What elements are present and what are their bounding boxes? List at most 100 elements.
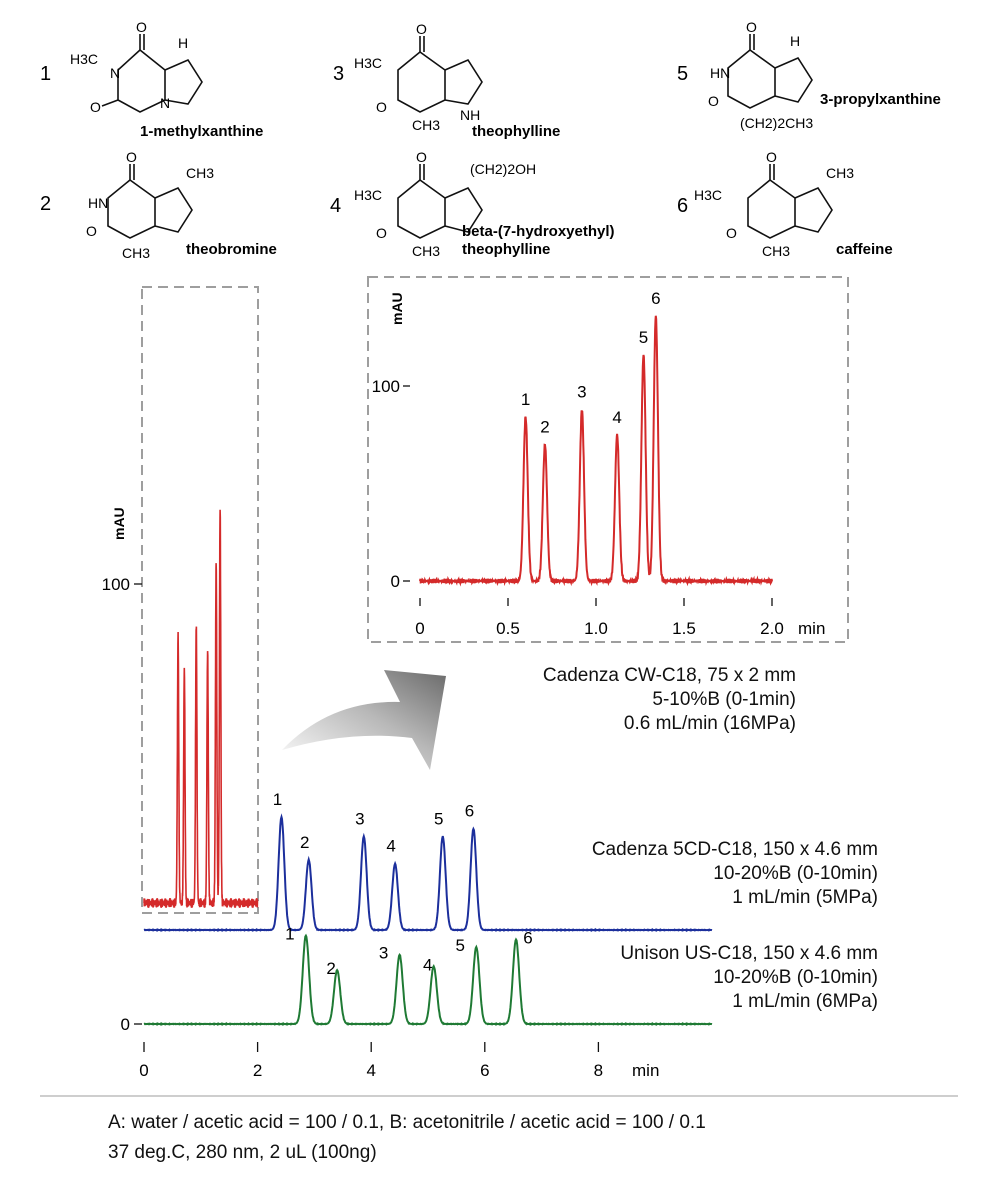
main-green-trace bbox=[143, 933, 713, 1027]
green-peak-label: 2 bbox=[326, 959, 335, 978]
svg-text:O: O bbox=[746, 19, 757, 35]
compound-6-number: 6 bbox=[677, 195, 688, 217]
blue-condition-column: Cadenza 5CD-C18, 150 x 4.6 mm bbox=[591, 839, 878, 860]
main-blue-trace bbox=[143, 813, 713, 933]
svg-text:N: N bbox=[110, 65, 120, 81]
svg-text:CH3: CH3 bbox=[826, 165, 854, 181]
green-conditions: Unison US-C18, 150 x 4.6 mm 10-20%B (0-1… bbox=[458, 942, 878, 1014]
blue-peak-label: 2 bbox=[300, 833, 309, 852]
main-y-tick-label: 0 bbox=[121, 1015, 130, 1034]
green-peak-label: 1 bbox=[285, 924, 294, 943]
structure-row-1: 1 O H3C N N O H 1-methylxanthine 3 O H3C… bbox=[40, 19, 941, 140]
inset-condition-gradient: 5-10%B (0-1min) bbox=[652, 689, 796, 710]
compound-1-name: 1-methylxanthine bbox=[140, 123, 263, 140]
main-y-label: mAU bbox=[111, 507, 127, 540]
svg-text:O: O bbox=[86, 223, 97, 239]
inset-x-tick-label: 2.0 bbox=[760, 619, 784, 638]
blue-condition-flow: 1 mL/min (5MPa) bbox=[732, 887, 878, 908]
blue-condition-gradient: 10-20%B (0-10min) bbox=[713, 863, 878, 884]
compound-3-structure: O H3C O CH3 NH bbox=[354, 21, 483, 133]
inset-peak-label: 2 bbox=[540, 418, 549, 437]
green-peak-label: 6 bbox=[523, 928, 532, 947]
inset-condition-flow: 0.6 mL/min (16MPa) bbox=[623, 713, 796, 734]
blue-peak-label: 1 bbox=[273, 790, 282, 809]
main-axis: 0 2 4 6 8 0 100 bbox=[102, 575, 604, 1080]
svg-text:O: O bbox=[136, 19, 147, 35]
main-x-tick-label: 6 bbox=[480, 1061, 489, 1080]
main-red-trace bbox=[143, 509, 259, 909]
svg-text:O: O bbox=[708, 93, 719, 109]
svg-text:HN: HN bbox=[88, 195, 108, 211]
compound-5-structure: O HN O H (CH2)2CH3 bbox=[708, 19, 813, 131]
inset-peak-labels: 12 3 4 5 6 bbox=[521, 289, 661, 437]
inset-peak-label: 6 bbox=[651, 289, 660, 308]
inset-peak-label: 1 bbox=[521, 390, 530, 409]
blue-peak-label: 6 bbox=[465, 802, 474, 821]
svg-text:H3C: H3C bbox=[70, 51, 98, 67]
inset-y-tick-label: 0 bbox=[391, 572, 400, 591]
svg-text:(CH2)2CH3: (CH2)2CH3 bbox=[740, 115, 813, 131]
inset-frame bbox=[367, 276, 849, 643]
svg-text:O: O bbox=[126, 149, 137, 165]
inset-x-tick-label: 0 bbox=[415, 619, 424, 638]
svg-text:O: O bbox=[416, 149, 427, 165]
main-x-tick-label: 8 bbox=[594, 1061, 603, 1080]
compound-5-number: 5 bbox=[677, 63, 688, 85]
footer-mobile-phase: A: water / acetic acid = 100 / 0.1, B: a… bbox=[108, 1112, 706, 1133]
svg-text:H: H bbox=[178, 35, 188, 51]
svg-text:O: O bbox=[376, 225, 387, 241]
svg-text:O: O bbox=[766, 149, 777, 165]
inset-peak-label: 4 bbox=[612, 408, 621, 427]
svg-text:(CH2)2OH: (CH2)2OH bbox=[470, 161, 536, 177]
compound-5-name: 3-propylxanthine bbox=[820, 91, 941, 108]
inset-condition-column: Cadenza CW-C18, 75 x 2 mm bbox=[542, 665, 796, 686]
svg-text:O: O bbox=[90, 99, 101, 115]
svg-text:HN: HN bbox=[710, 65, 730, 81]
compound-3-number: 3 bbox=[333, 63, 344, 85]
compound-4-number: 4 bbox=[330, 195, 341, 217]
inset-peak-label: 3 bbox=[577, 382, 586, 401]
svg-text:H: H bbox=[790, 33, 800, 49]
blue-peak-label: 3 bbox=[355, 809, 364, 828]
svg-text:H3C: H3C bbox=[354, 55, 382, 71]
svg-text:CH3: CH3 bbox=[186, 165, 214, 181]
blue-peak-label: 4 bbox=[386, 837, 395, 856]
gray-curved-arrow-icon bbox=[282, 670, 446, 770]
inset-x-tick-label: 1.5 bbox=[672, 619, 696, 638]
inset-red-trace bbox=[419, 315, 773, 587]
inset-x-label: min bbox=[798, 619, 825, 638]
svg-text:N: N bbox=[160, 95, 170, 111]
svg-text:O: O bbox=[726, 225, 737, 241]
green-peak-label: 5 bbox=[456, 936, 465, 955]
compound-2-name: theobromine bbox=[186, 241, 277, 258]
zoom-frame bbox=[141, 286, 259, 914]
compound-3-name: theophylline bbox=[472, 123, 560, 140]
inset-y-label: mAU bbox=[389, 292, 405, 325]
inset-x-tick-label: 0.5 bbox=[496, 619, 520, 638]
svg-text:H3C: H3C bbox=[694, 187, 722, 203]
inset-conditions: Cadenza CW-C18, 75 x 2 mm 5-10%B (0-1min… bbox=[376, 664, 796, 736]
svg-text:CH3: CH3 bbox=[412, 243, 440, 259]
green-condition-flow: 1 mL/min (6MPa) bbox=[732, 991, 878, 1012]
compound-4-structure: O H3C O CH3 (CH2)2OH bbox=[354, 149, 536, 259]
structure-row-2: 2 O HN O CH3 CH3 theobromine 4 O H3C O C… bbox=[40, 149, 893, 261]
compound-4-name-line2: theophylline bbox=[462, 241, 550, 258]
svg-text:O: O bbox=[416, 21, 427, 37]
main-y-tick-label: 100 bbox=[102, 575, 130, 594]
green-peak-label: 3 bbox=[379, 944, 388, 963]
inset-peak-label: 5 bbox=[639, 328, 648, 347]
compound-6-name: caffeine bbox=[836, 241, 893, 258]
svg-text:CH3: CH3 bbox=[412, 117, 440, 133]
inset-x-tick-label: 1.0 bbox=[584, 619, 608, 638]
svg-text:NH: NH bbox=[460, 107, 480, 123]
compound-2-structure: O HN O CH3 CH3 bbox=[86, 149, 214, 261]
main-x-tick-label: 2 bbox=[253, 1061, 262, 1080]
green-peak-label: 4 bbox=[423, 955, 432, 974]
compound-1-structure: O H3C N N O H bbox=[70, 19, 203, 115]
footer-conditions: 37 deg.C, 280 nm, 2 uL (100ng) bbox=[108, 1142, 377, 1163]
svg-text:H3C: H3C bbox=[354, 187, 382, 203]
svg-text:O: O bbox=[376, 99, 387, 115]
compound-2-number: 2 bbox=[40, 193, 51, 215]
